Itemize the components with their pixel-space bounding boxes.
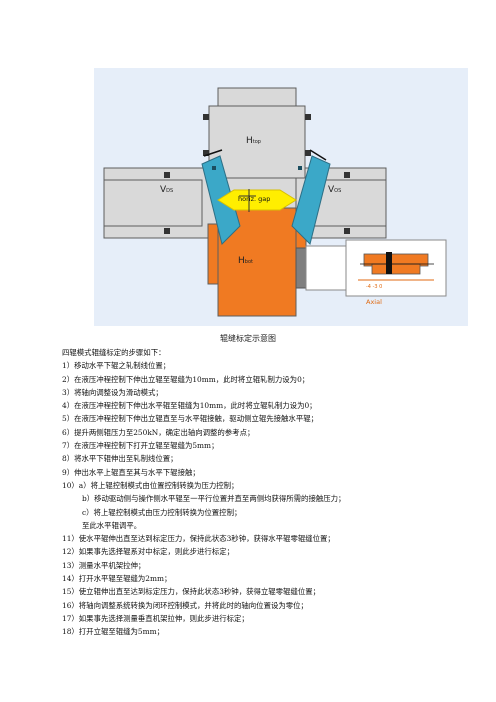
step-5: 5）在液压冲程控制下伸出立辊直至与水平辊接触，驱动侧立辊先接触水平辊； [62, 414, 318, 424]
step-4: 4）在液压冲程控制下伸出水平辊至辊缝为10mm，此时将立辊轧制力设为0； [62, 401, 317, 411]
step-18: 18）打开立辊至辊缝为5mm； [62, 627, 165, 637]
horiz-gap-zone [217, 189, 297, 211]
step-9: 9）伸出水平上辊直至其与水平下辊接触； [62, 467, 200, 477]
calibration-steps: 四辊模式辊缝标定的步骤如下： 1）移动水平下辊之轧制线位置； 2）在液压冲程控制… [62, 346, 482, 639]
step-16: 16）将轴向调整系统转换为闭环控制模式，并将此时的轴向位置设为零位； [62, 600, 308, 610]
roll-stand-svg: -4 -3 0 [103, 87, 447, 317]
step-3: 3）将轴向调整设为滑动模式； [62, 387, 163, 397]
step-13: 13）测量水平机架拉伸； [62, 560, 146, 570]
step-1: 1）移动水平下辊之轧制线位置； [62, 361, 171, 371]
step-15: 15）使立辊伸出直至达到标定压力，保持此状态3秒钟，获得立辊零辊缝位置； [62, 587, 321, 597]
step-10c: c）将上辊控制模式由压力控制转换为位置控制； [82, 507, 242, 517]
v-ds-label: VDS [160, 185, 174, 195]
step-2: 2）在液压冲程控制下伸出立辊至辊缝为10mm，此时将立辊轧制力设为0； [62, 374, 310, 384]
step-10a: 10）a）将上辊控制模式由位置控制转换为压力控制； [62, 480, 239, 490]
h-bot-label: Hbot [238, 256, 253, 266]
step-17: 17）如果事先选择测量垂直机架拉伸，则此步进行标定； [62, 613, 249, 623]
roll-gap-diagram: -4 -3 0 Htop VDS VOS horiz. gap Hbot Axi… [94, 68, 468, 326]
step-8: 8）将水平下辊伸出至轧制线位置； [62, 454, 178, 464]
axial-label: Axial [366, 298, 382, 306]
step-12: 12）如果事先选择辊系对中标定，则此步进行标定； [62, 547, 235, 557]
horiz-gap-label: horiz. gap [238, 195, 271, 203]
h-bot-collar-left [207, 223, 219, 285]
v-os-label: VOS [328, 185, 342, 195]
step-11: 11）使水平辊伸出直至达到标定压力，保持此状态3秒钟，获得水平辊零辊缝位置； [62, 534, 335, 544]
step-6: 6）提升两侧辊压力至250kN，确定出轴向调整的参考点； [62, 427, 255, 437]
v-ds-roll [103, 179, 203, 227]
step-10b: b）移动驱动侧与操作侧水平辊至一平行位置并直至两侧均获得所需的接触压力； [82, 494, 346, 504]
step-10-note: 至此水平辊调平。 [82, 520, 142, 530]
step-14: 14）打开水平辊至辊缝为2mm； [62, 574, 172, 584]
edger-roll-right [291, 155, 331, 245]
figure-caption: 辊缝标定示意图 [220, 334, 276, 343]
h-top-hub [208, 105, 306, 179]
step-7: 7）在液压冲程控制下打开立辊至辊缝为5mm； [62, 441, 219, 451]
h-top-label: Htop [246, 136, 261, 146]
intro-text: 四辊模式辊缝标定的步骤如下： [62, 348, 166, 357]
svg-text:-4 -3 0: -4 -3 0 [366, 284, 382, 290]
spindle-housing [305, 245, 347, 291]
